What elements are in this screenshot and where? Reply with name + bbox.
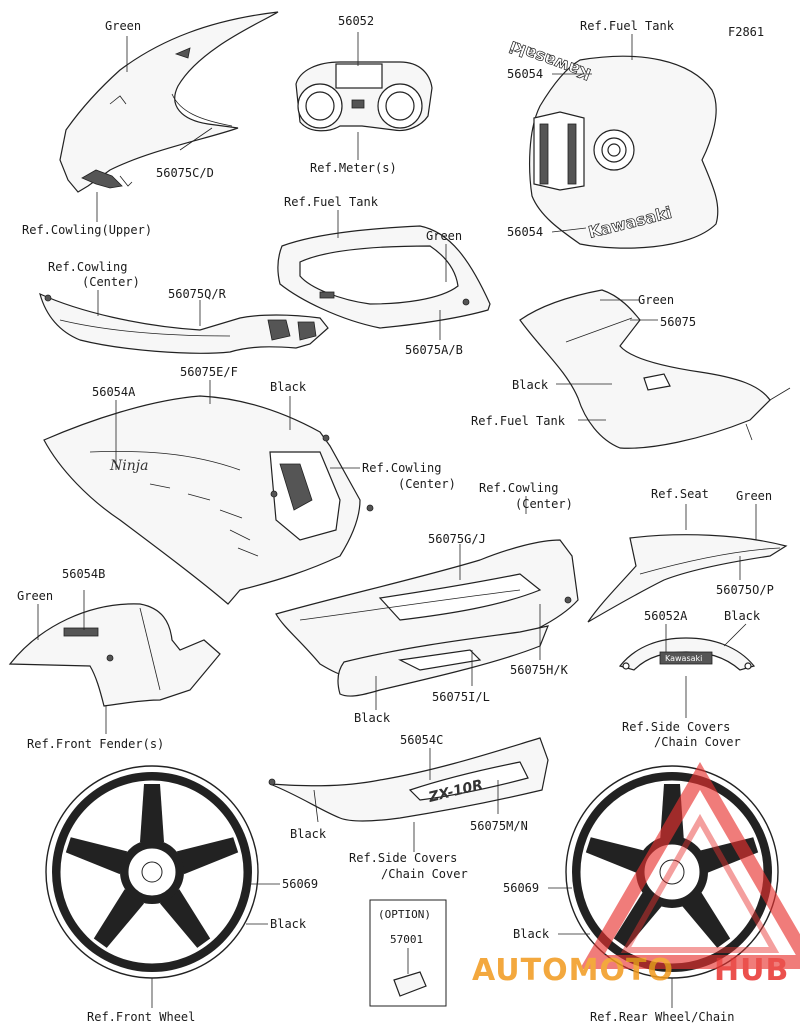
label-ref-cowling-center-3b: (Center) [515, 497, 573, 511]
label-56069-a: 56069 [282, 877, 318, 891]
label-ref-side-covers-1a: Ref.Side Covers [622, 720, 730, 734]
label-black-3: Black [724, 609, 761, 623]
seat-cowl-part [587, 534, 788, 623]
label-56075hk: 56075H/K [510, 663, 569, 677]
label-56075op: 56075O/P [716, 583, 774, 597]
label-56075: 56075 [660, 315, 696, 329]
label-ref-cowling-center-2a: Ref.Cowling [362, 461, 441, 475]
front-fender-part [8, 603, 221, 707]
figure-code: F2861 [728, 25, 764, 39]
fuel-tank-side-part [277, 225, 491, 329]
label-ref-side-covers-2b: /Chain Cover [381, 867, 468, 881]
label-ref-cowling-center-2b: (Center) [398, 477, 456, 491]
side-cover-part: ZX-10R [268, 737, 549, 822]
option-box: (OPTION) 57001 [369, 899, 447, 1007]
label-green-4: Green [736, 489, 772, 503]
leader-black-3 [723, 623, 747, 647]
label-ref-front-fender: Ref.Front Fender(s) [27, 737, 164, 751]
tail-cowling-part [275, 539, 579, 697]
label-56054b: 56054B [62, 567, 105, 581]
meter-part [295, 61, 433, 132]
label-ref-fuel-tank-2: Ref.Fuel Tank [284, 195, 379, 209]
label-56054-a: 56054 [507, 67, 543, 81]
label-ref-rear-wheel: Ref.Rear Wheel/Chain [590, 1010, 735, 1024]
watermark-logo: AUTOMOTO HUB [472, 762, 800, 988]
label-56075cd: 56075C/D [156, 166, 214, 180]
label-56075ab: 56075A/B [405, 343, 463, 357]
label-green-2: Green [426, 229, 462, 243]
label-ref-cowling-center-3a: Ref.Cowling [479, 481, 558, 495]
label-56075qr: 56075Q/R [168, 287, 227, 301]
seat-tank-side-part [519, 289, 791, 449]
label-56054c: 56054C [400, 733, 443, 747]
leader-56054-b [551, 227, 587, 233]
label-green-3: Green [638, 293, 674, 307]
label-56075il: 56075I/L [432, 690, 490, 704]
fuel-tank-top-part: Kawasaki Kawasaki [506, 37, 719, 249]
label-56069-b: 56069 [503, 881, 539, 895]
label-ref-cowling-upper: Ref.Cowling(Upper) [22, 223, 152, 237]
label-black-6: Black [270, 917, 307, 931]
front-wheel-part [45, 765, 259, 979]
label-56052: 56052 [338, 14, 374, 28]
watermark-text-hub: HUB [714, 953, 789, 988]
leader-56075cd [179, 127, 213, 151]
label-56052a: 56052A [644, 609, 688, 623]
label-56054a: 56054A [92, 385, 136, 399]
label-ref-meters: Ref.Meter(s) [310, 161, 397, 175]
leader-black-5 [313, 789, 319, 823]
label-56075mn: 56075M/N [470, 819, 528, 833]
label-option: (OPTION) [378, 908, 431, 921]
label-black-1: Black [512, 378, 549, 392]
label-ref-cowling-center-1b: (Center) [82, 275, 140, 289]
label-black-7: Black [513, 927, 550, 941]
label-56075ef: 56075E/F [180, 365, 238, 379]
label-ref-side-covers-2a: Ref.Side Covers [349, 851, 457, 865]
label-black-5: Black [290, 827, 327, 841]
label-57001: 57001 [390, 933, 423, 946]
label-green-5: Green [17, 589, 53, 603]
label-ref-front-wheel: Ref.Front Wheel [87, 1010, 195, 1024]
side-cowling-part: Ninja [43, 395, 374, 605]
chain-cover-part: Kawasaki [618, 637, 756, 671]
upper-cowling-part [59, 11, 279, 193]
label-56075gj: 56075G/J [428, 532, 486, 546]
label-black-2: Black [270, 380, 307, 394]
watermark-triangle-icon [579, 762, 800, 969]
label-ref-side-covers-1b: /Chain Cover [654, 735, 741, 749]
label-black-4: Black [354, 711, 391, 725]
label-56054-b: 56054 [507, 225, 543, 239]
label-green-1: Green [105, 19, 141, 33]
decal-kawasaki-cover: Kawasaki [665, 654, 702, 663]
watermark-text-auto: AUTOMOTO [472, 953, 674, 988]
center-cowling-part [39, 292, 329, 354]
label-ref-seat: Ref.Seat [651, 487, 709, 501]
decal-ninja: Ninja [109, 458, 148, 474]
label-ref-cowling-center-1a: Ref.Cowling [48, 260, 127, 274]
label-ref-fuel-tank-1: Ref.Fuel Tank [580, 19, 675, 33]
label-ref-fuel-tank-3: Ref.Fuel Tank [471, 414, 566, 428]
